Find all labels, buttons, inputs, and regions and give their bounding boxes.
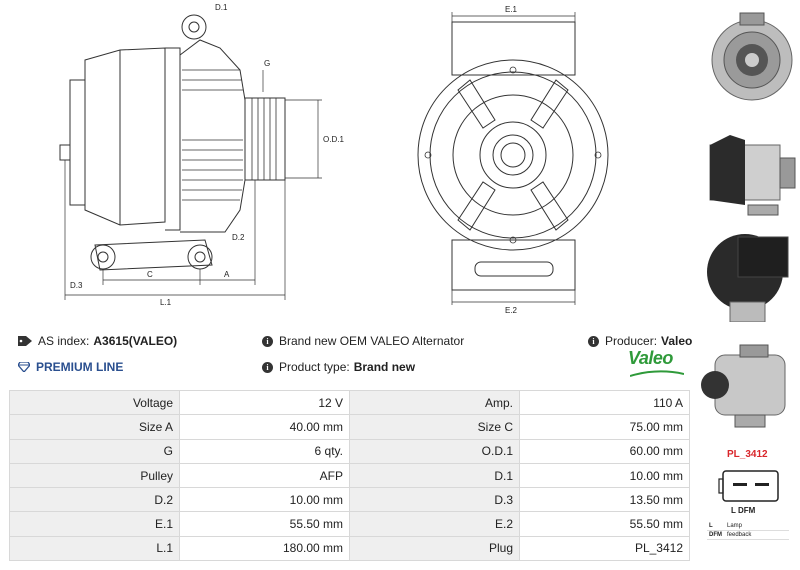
spec-value: 10.00 mm [179,487,350,513]
product-type-label: Product type: [279,360,350,374]
premium-line-badge: PREMIUM LINE [18,360,123,374]
label-a: A [224,270,230,279]
spec-value: 6 qty. [179,438,350,464]
info-icon: i [262,361,273,373]
spec-label: E.2 [349,511,520,537]
producer-label: Producer: [605,334,658,348]
spec-value: 60.00 mm [519,438,690,464]
spec-value: 13.50 mm [519,487,690,513]
spec-value: 75.00 mm [519,414,690,440]
spec-label: G [9,438,180,464]
legend-row: L Lamp [707,522,789,531]
spec-label: L.1 [9,535,180,562]
plug-pin-labels: L DFM [731,506,756,515]
spec-label: D.3 [349,487,520,513]
as-index-value: A3615(VALEO) [93,334,178,348]
legend-key: DFM [709,532,722,538]
label-d2: D.2 [232,233,245,242]
spec-value: 40.00 mm [179,414,350,440]
spec-value: 55.50 mm [179,511,350,537]
technical-drawings: D.1 G O.D.1 D.2 C A D.3 L.1 E.1 E.2 [59,3,609,315]
alternator-photo-side[interactable] [700,120,800,220]
spec-label: Plug [349,535,520,562]
legend-value: feedback [727,532,752,538]
spec-label: Pulley [9,462,180,489]
spec-value: 55.50 mm [519,511,690,537]
spec-label: D.2 [9,487,180,513]
spec-label: Size A [9,414,180,440]
legend-value: Lamp [727,523,743,529]
label-e1: E.1 [505,5,518,14]
product-photos [700,0,800,440]
spec-label: E.1 [9,511,180,537]
alternator-photo-front[interactable] [700,5,800,105]
legend-key: L [709,523,713,529]
product-type-row: i Product type: Brand new [262,360,415,374]
spec-value: PL_3412 [519,535,690,562]
tag-icon [18,336,32,346]
producer-value: Valeo [661,334,693,348]
label-g: G [264,59,270,68]
valeo-logo: Valeo [628,348,673,368]
spec-value: 12 V [179,389,350,416]
spec-label: Size C [349,414,520,440]
label-d1: D.1 [215,3,228,12]
spec-value: 180.00 mm [179,535,350,562]
plug-connector-diagram: L DFM [718,470,779,515]
description-row: i Brand new OEM VALEO Alternator [262,334,464,348]
product-description: Brand new OEM VALEO Alternator [279,334,465,348]
diamond-icon [18,362,30,372]
spec-value: 110 A [519,389,690,416]
legend-row: DFM feedback [707,531,789,540]
spec-value: AFP [179,462,350,489]
info-icon: i [588,335,599,347]
label-l1: L.1 [160,298,172,307]
plug-legend: L Lamp DFM feedback [707,522,789,540]
premium-line-text: PREMIUM LINE [36,360,124,374]
label-e2: E.2 [505,306,518,315]
valeo-logo-swoosh [630,370,684,377]
label-od1: O.D.1 [323,135,344,144]
label-c: C [147,270,153,279]
product-type-value: Brand new [353,360,416,374]
info-icon: i [262,335,273,347]
alternator-photo-angle[interactable] [700,335,800,435]
spec-label: D.1 [349,462,520,489]
spec-label: Amp. [349,389,520,416]
as-index-label: AS index: [38,334,90,348]
spec-value: 10.00 mm [519,462,690,489]
spec-label: Voltage [9,389,180,416]
as-index-row: AS index: A3615(VALEO) [18,334,177,348]
alternator-photo-rear[interactable] [700,222,800,322]
spec-label: O.D.1 [349,438,520,464]
plug-code: PL_3412 [727,449,768,460]
producer-row: i Producer: Valeo [588,334,692,348]
label-d3: D.3 [70,281,83,290]
